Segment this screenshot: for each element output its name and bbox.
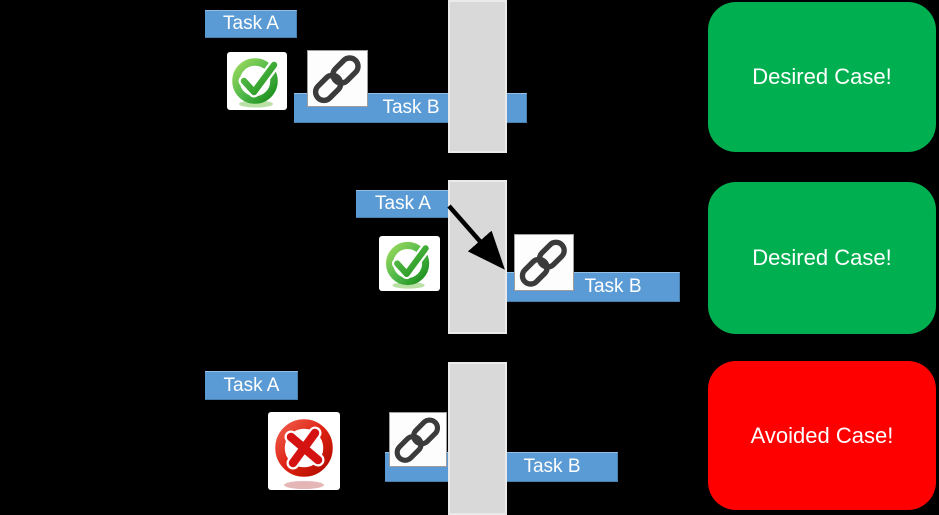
chain-link-icon [514,234,574,291]
case-box-avoided-row3: Avoided Case! [708,361,936,510]
case-label-row2: Desired Case! [752,245,892,270]
milestone-column-row3 [448,362,507,515]
chain-link-icon [389,412,447,467]
check-icon [379,236,440,291]
task-b-label-row2: Task B [584,276,642,297]
task-a-bar-row1: Task A [205,10,297,38]
dependency-arrow [447,204,505,270]
case-label-row3: Avoided Case! [750,422,894,448]
task-a-label-row2: Task A [375,193,431,214]
check-icon [227,52,287,110]
task-b-label-row1: Task B [382,97,440,118]
case-box-desired-row1: Desired Case! [708,2,936,152]
task-a-bar-row2: Task A [356,190,450,218]
case-box-desired-row2: Desired Case! [708,182,936,334]
task-a-label-row3: Task A [223,374,280,396]
task-b-label-row3: Task B [523,456,581,477]
case-label-row1: Desired Case! [752,64,892,89]
task-a-label-row1: Task A [223,13,279,34]
task-a-bar-row3: Task A [205,371,298,400]
chain-link-icon [307,50,368,107]
cross-icon [268,412,340,490]
milestone-column-row1 [448,0,507,153]
